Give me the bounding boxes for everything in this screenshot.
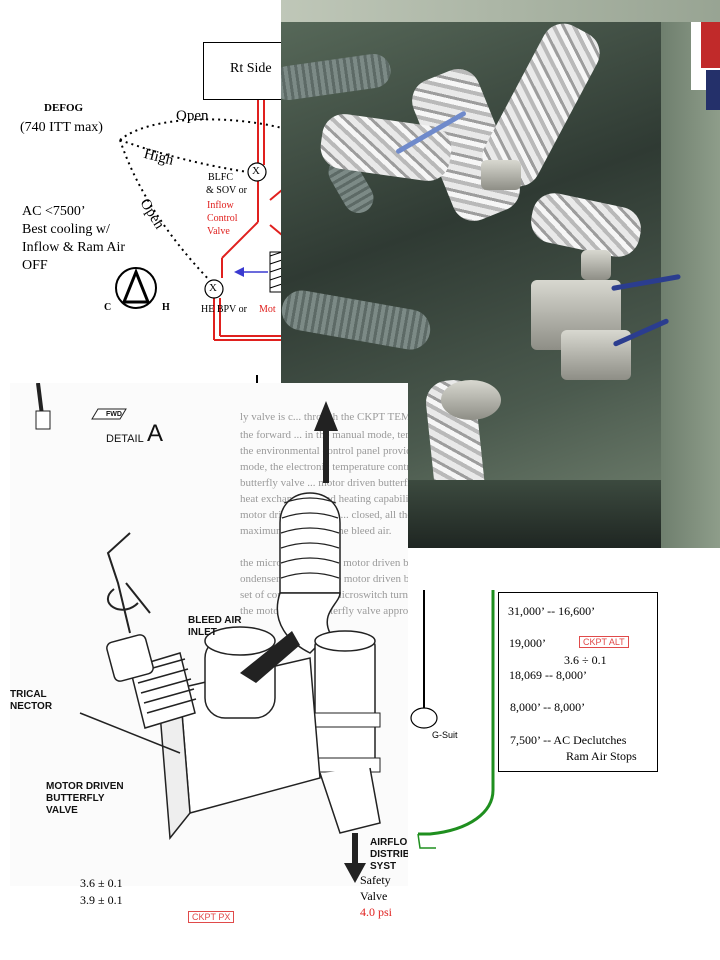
- cold-label: C: [104, 302, 112, 313]
- control-label: Control: [207, 213, 238, 224]
- altitude-line-4: 18,069 -- 8,000’: [509, 668, 587, 682]
- altitude-schedule-box: [498, 592, 658, 772]
- photo-hose-3: [281, 287, 434, 353]
- photo-clamp: [441, 380, 501, 420]
- ac-note-line3: Inflow & Ram Air: [22, 240, 126, 255]
- photo-fitting-1: [481, 160, 521, 190]
- safety-label: Safety: [360, 873, 391, 887]
- pressure-value-2: 3.9 ± 0.1: [80, 893, 123, 907]
- defog-high-dotted-line: [119, 139, 249, 173]
- defog-title: DEFOG: [44, 102, 84, 114]
- ac-note-line1: AC <7500’: [22, 204, 86, 219]
- altitude-line-2: 19,000’: [509, 636, 546, 650]
- altitude-line-3: 3.6 ÷ 0.1: [564, 653, 607, 667]
- detail-letter: A: [147, 420, 164, 447]
- ac-note-line4: OFF: [22, 258, 48, 273]
- red-duct-right: [269, 189, 283, 201]
- blfc-valve-circle: [247, 162, 267, 182]
- altitude-line-1: 31,000’ -- 16,600’: [508, 604, 596, 618]
- hot-label: H: [162, 302, 170, 313]
- photo-fitting-2: [581, 250, 611, 280]
- blfc-sov-label: & SOV or: [206, 185, 247, 196]
- green-duct-right: [418, 590, 495, 836]
- valve-label: Valve: [207, 226, 230, 237]
- he-bpv-valve-symbol: X: [209, 282, 217, 294]
- defog-limit: (740 ITT max): [20, 120, 103, 135]
- blfc-label: BLFC: [208, 172, 234, 183]
- manual-illustration: ly valve is c... through the CKPT TEMP c…: [10, 383, 408, 886]
- valve-label: Valve: [360, 889, 388, 903]
- rt-side-label: Rt Side: [230, 61, 272, 76]
- inflow-label: Inflow: [207, 200, 234, 211]
- detail-label: DETAIL: [106, 433, 144, 445]
- airflow-distribution-label: AIRFLO DISTRIB SYST: [370, 837, 408, 872]
- altitude-line-6: 7,500’ -- AC Declutches: [510, 733, 627, 747]
- blfc-valve-symbol: X: [252, 165, 260, 177]
- g-suit-symbol: [410, 707, 438, 729]
- ckpt-px-tag: CKPT PX: [188, 911, 235, 923]
- pressure-value-1: 3.6 ± 0.1: [80, 876, 123, 890]
- altitude-line-5: 8,000’ -- 8,000’: [510, 700, 586, 714]
- temp-selector-triangle: [121, 267, 151, 304]
- fwd-tag-label: FWD: [106, 411, 122, 418]
- electrical-connector-label: TRICAL NECTOR: [10, 689, 53, 712]
- motor-partial-label: Mot: [259, 304, 276, 315]
- altitude-line-7: Ram Air Stops: [566, 749, 637, 763]
- red-duct-right-2: [269, 224, 283, 236]
- he-bpv-valve-circle: [204, 279, 224, 299]
- defog-open-left-dotted-line: [119, 139, 215, 286]
- motor-driven-butterfly-valve-label: MOTOR DRIVEN BUTTERFLY VALVE: [46, 781, 124, 816]
- g-suit-label: G-Suit: [432, 730, 458, 740]
- open-top-label: Open: [176, 108, 209, 124]
- valve-line-drawing: [35, 383, 381, 883]
- blue-flow-arrowhead: [234, 267, 244, 277]
- red-duct-diagonal: [221, 221, 259, 259]
- photo-hose-1: [281, 51, 393, 103]
- he-bpv-label: HE BPV or: [201, 304, 247, 315]
- ac-note-line2: Best cooling w/: [22, 222, 110, 237]
- ckpt-alt-tag: CKPT ALT: [579, 636, 629, 648]
- safety-valve-psi: 4.0 psi: [360, 905, 393, 919]
- bleed-air-inlet-label: BLEED AIR INLET: [188, 615, 242, 638]
